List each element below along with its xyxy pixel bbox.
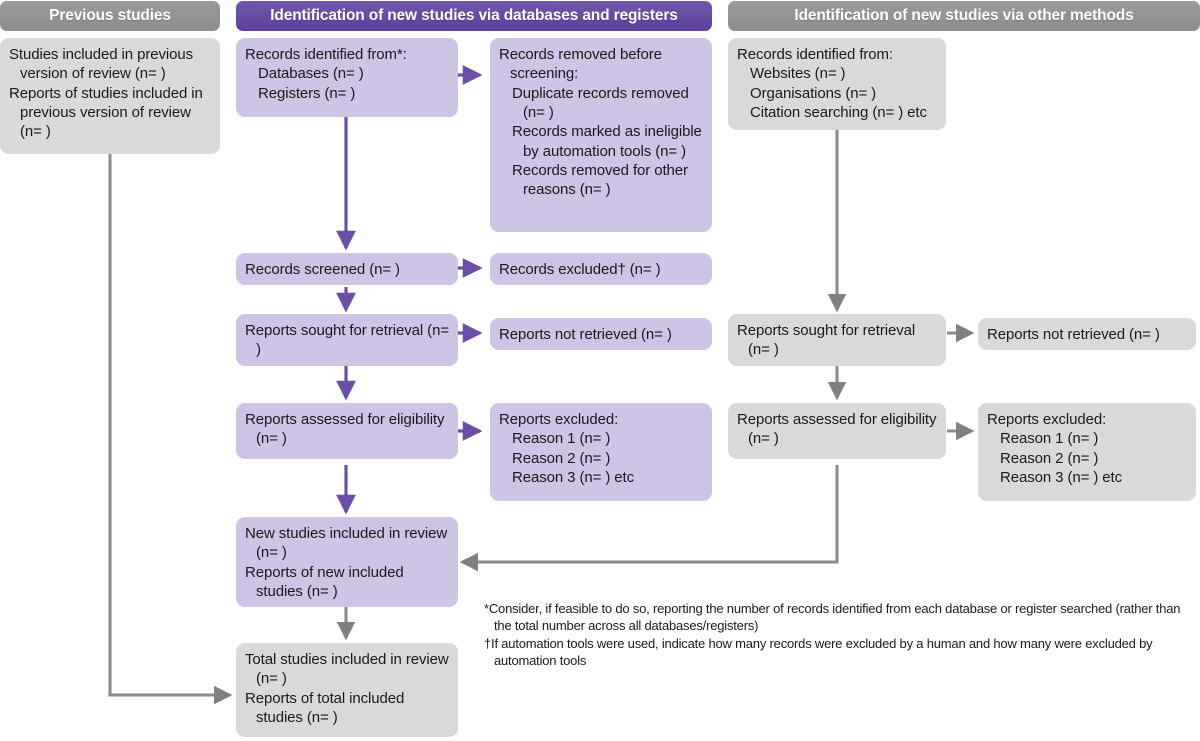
box-records-excluded: Records excluded† (n= ) xyxy=(490,253,712,285)
arrow-previous-to-total xyxy=(108,154,233,705)
records-identified-other-line-4: Citation searching (n= ) etc xyxy=(750,104,927,122)
box-reports-not-retrieved-databases: Reports not retrieved (n= ) xyxy=(490,318,712,350)
total-studies-included-line-1: Total studies included in review (n= ) xyxy=(245,651,449,688)
footnotes: *Consider, if feasible to do so, reporti… xyxy=(484,600,1200,669)
reports-excluded-db-line-1: Reports excluded: xyxy=(499,411,619,428)
previous-studies-line-1: Studies included in previous version of … xyxy=(9,46,193,83)
reports-excluded-db-line-4: Reason 3 (n= ) etc xyxy=(512,469,635,487)
reports-excluded-other-line-4: Reason 3 (n= ) etc xyxy=(1000,469,1123,487)
reports-not-retrieved-other-line-1: Reports not retrieved (n= ) xyxy=(987,326,1160,343)
records-identified-other-line-3: Organisations (n= ) xyxy=(750,84,877,102)
box-total-studies-included: Total studies included in review (n= ) R… xyxy=(236,643,458,737)
box-reports-sought-databases: Reports sought for retrieval (n= ) xyxy=(236,314,458,366)
box-reports-excluded-other: Reports excluded: Reason 1 (n= ) Reason … xyxy=(978,403,1196,501)
records-excluded-line-1: Records excluded† (n= ) xyxy=(499,261,661,278)
new-studies-included-line-2: Reports of new included studies (n= ) xyxy=(245,563,404,601)
box-reports-assessed-databases: Reports assessed for eligibility (n= ) xyxy=(236,403,458,459)
box-reports-not-retrieved-other: Reports not retrieved (n= ) xyxy=(978,318,1196,350)
box-new-studies-included: New studies included in review (n= ) Rep… xyxy=(236,517,458,607)
records-identified-db-line-1: Records identified from*: xyxy=(245,46,407,63)
reports-excluded-other-line-2: Reason 1 (n= ) xyxy=(1000,430,1099,448)
box-records-identified-databases: Records identified from*: Databases (n= … xyxy=(236,38,458,117)
reports-assessed-other-line-1: Reports assessed for eligibility (n= ) xyxy=(737,411,937,448)
footnote-asterisk: *Consider, if feasible to do so, reporti… xyxy=(484,601,1181,634)
records-removed-line-4: Records removed for other reasons (n= ) xyxy=(512,162,688,199)
box-records-screened: Records screened (n= ) xyxy=(236,253,458,285)
reports-excluded-other-line-1: Reports excluded: xyxy=(987,411,1107,428)
reports-assessed-db-line-1: Reports assessed for eligibility (n= ) xyxy=(245,411,445,448)
header-databases-registers: Identification of new studies via databa… xyxy=(236,1,712,31)
box-previous-studies: Studies included in previous version of … xyxy=(0,38,220,154)
reports-excluded-db-line-2: Reason 1 (n= ) xyxy=(512,430,611,448)
records-identified-db-line-3: Registers (n= ) xyxy=(258,84,356,102)
reports-excluded-other-line-3: Reason 2 (n= ) xyxy=(1000,449,1099,467)
records-identified-other-line-2: Websites (n= ) xyxy=(750,65,846,83)
box-reports-assessed-other: Reports assessed for eligibility (n= ) xyxy=(728,403,946,459)
previous-studies-line-2: Reports of studies included in previous … xyxy=(9,84,203,141)
box-reports-sought-other: Reports sought for retrieval (n= ) xyxy=(728,314,946,366)
reports-sought-other-line-1: Reports sought for retrieval (n= ) xyxy=(737,322,916,359)
records-removed-line-2: Duplicate records removed (n= ) xyxy=(512,84,689,122)
records-identified-db-line-2: Databases (n= ) xyxy=(258,65,364,83)
total-studies-included-line-2: Reports of total included studies (n= ) xyxy=(245,689,405,727)
box-records-removed-before-screening: Records removed before screening: Duplic… xyxy=(490,38,712,232)
box-records-identified-other: Records identified from: Websites (n= ) … xyxy=(728,38,946,130)
reports-sought-db-line-1: Reports sought for retrieval (n= ) xyxy=(245,322,449,359)
new-studies-included-line-1: New studies included in review (n= ) xyxy=(245,525,448,562)
header-previous-studies: Previous studies xyxy=(0,1,220,31)
footnote-dagger: †If automation tools were used, indicate… xyxy=(484,635,1153,668)
reports-excluded-db-line-3: Reason 2 (n= ) xyxy=(512,449,611,467)
records-removed-line-3: Records marked as ineligible by automati… xyxy=(512,123,702,160)
records-identified-other-line-1: Records identified from: xyxy=(737,46,894,63)
reports-not-retrieved-db-line-1: Reports not retrieved (n= ) xyxy=(499,326,672,343)
records-screened-line-1: Records screened (n= ) xyxy=(245,261,400,278)
header-other-methods: Identification of new studies via other … xyxy=(728,1,1200,31)
box-reports-excluded-databases: Reports excluded: Reason 1 (n= ) Reason … xyxy=(490,403,712,501)
records-removed-line-1: Records removed before screening: xyxy=(499,46,662,83)
